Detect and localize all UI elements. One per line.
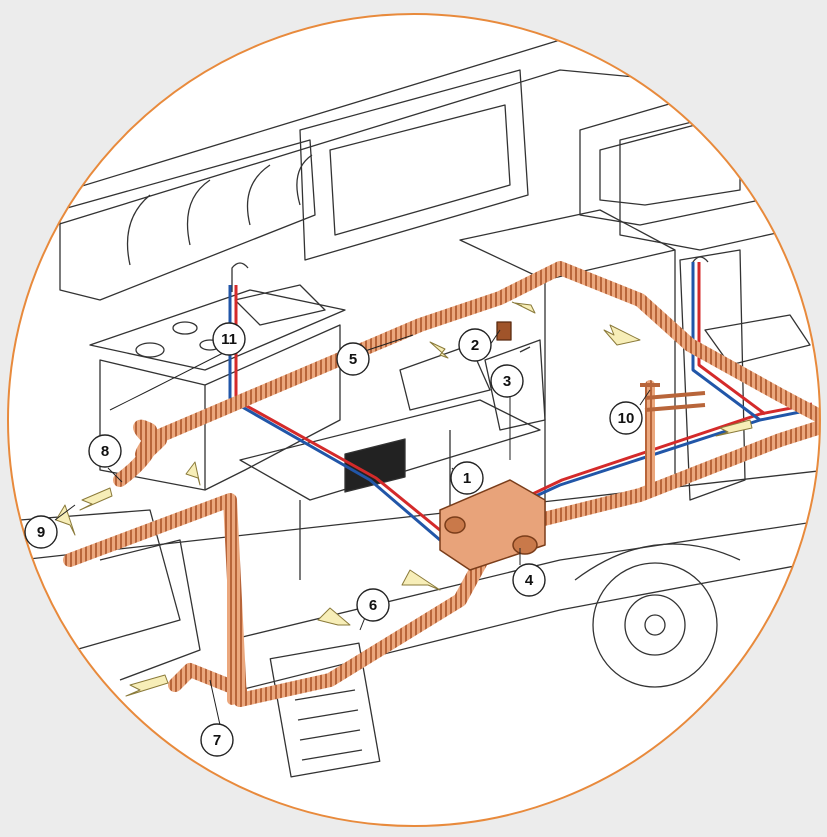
tap-right [692,256,709,285]
duct-step-outlet [168,663,247,697]
floor-edge [19,469,820,561]
callout-2: 2 [458,328,492,362]
heater-unit [439,479,546,571]
bathroom-cabinet [679,249,746,501]
frame-disc [8,14,820,826]
callout-label: 11 [221,331,237,348]
callout-4: 4 [512,563,546,597]
airflow-arrow [715,419,753,437]
callout-3: 3 [490,364,524,398]
seat-back [399,344,491,411]
leader-line [107,467,123,483]
leader-line [489,329,501,346]
callout-label: 5 [349,351,357,368]
leader-line [54,504,76,521]
side-locker-door [269,642,381,778]
callout-1: 1 [450,461,484,495]
basin-right [704,314,811,366]
locker-door-lines [294,689,363,761]
callout-label: 4 [525,572,534,589]
airflow-arrow [79,487,113,511]
callout-label: 3 [503,373,511,390]
kitchen-cabinet-side [204,324,341,491]
leader-line [209,679,221,726]
hob-burner [172,321,198,335]
overhead-cabinet [59,139,316,301]
leader-line [639,389,651,406]
airflow-arrow [429,341,449,359]
front-cab [19,509,181,661]
wheel-arch [574,543,741,581]
callout-label: 8 [101,443,109,460]
airflow-arrow [317,607,351,626]
callout-10: 10 [609,401,643,435]
hob-burner [135,342,165,358]
callout-9: 9 [24,515,58,549]
callout-6: 6 [356,588,390,622]
side-skirt [229,519,820,691]
tap-left [231,262,249,292]
control-panel [496,321,512,341]
callout-label: 10 [618,410,635,427]
wheel-hub [624,594,686,656]
sink [234,284,326,326]
callout-7: 7 [200,723,234,757]
callout-label: 6 [369,597,377,614]
airflow-arrow [55,504,76,536]
airflow-arrow [511,301,536,314]
duct-front-lower [63,493,497,707]
wall-panel [299,69,529,261]
callout-5: 5 [336,342,370,376]
table-top [239,399,541,501]
airflow-arrows [55,301,753,697]
leader-line [109,351,226,411]
duct-left-loop [113,419,159,487]
frame-circle [7,13,821,827]
airflow-arrow [401,569,441,591]
callout-label: 7 [213,732,221,749]
callout-label: 1 [463,470,471,487]
wheel-center [644,614,666,636]
callout-label: 9 [37,524,45,541]
airflow-arrow [125,674,169,697]
callout-11: 11 [212,322,246,356]
wall-panel [329,104,511,236]
airflow-arrow [603,324,641,346]
warm-air-ducts [63,261,820,707]
callout-label: 2 [471,337,479,354]
cab-door [99,539,201,681]
callout-8: 8 [88,434,122,468]
cabinet-curves [126,154,313,266]
hot-water-pipe-right [697,262,766,416]
airflow-arrow [185,461,201,486]
duct-rear-lower [493,418,820,537]
towel-dryer [640,383,706,412]
kitchen-counter [89,289,346,371]
sensor [519,346,531,353]
wheel [592,562,718,688]
cold-water-pipe-right [691,262,761,422]
